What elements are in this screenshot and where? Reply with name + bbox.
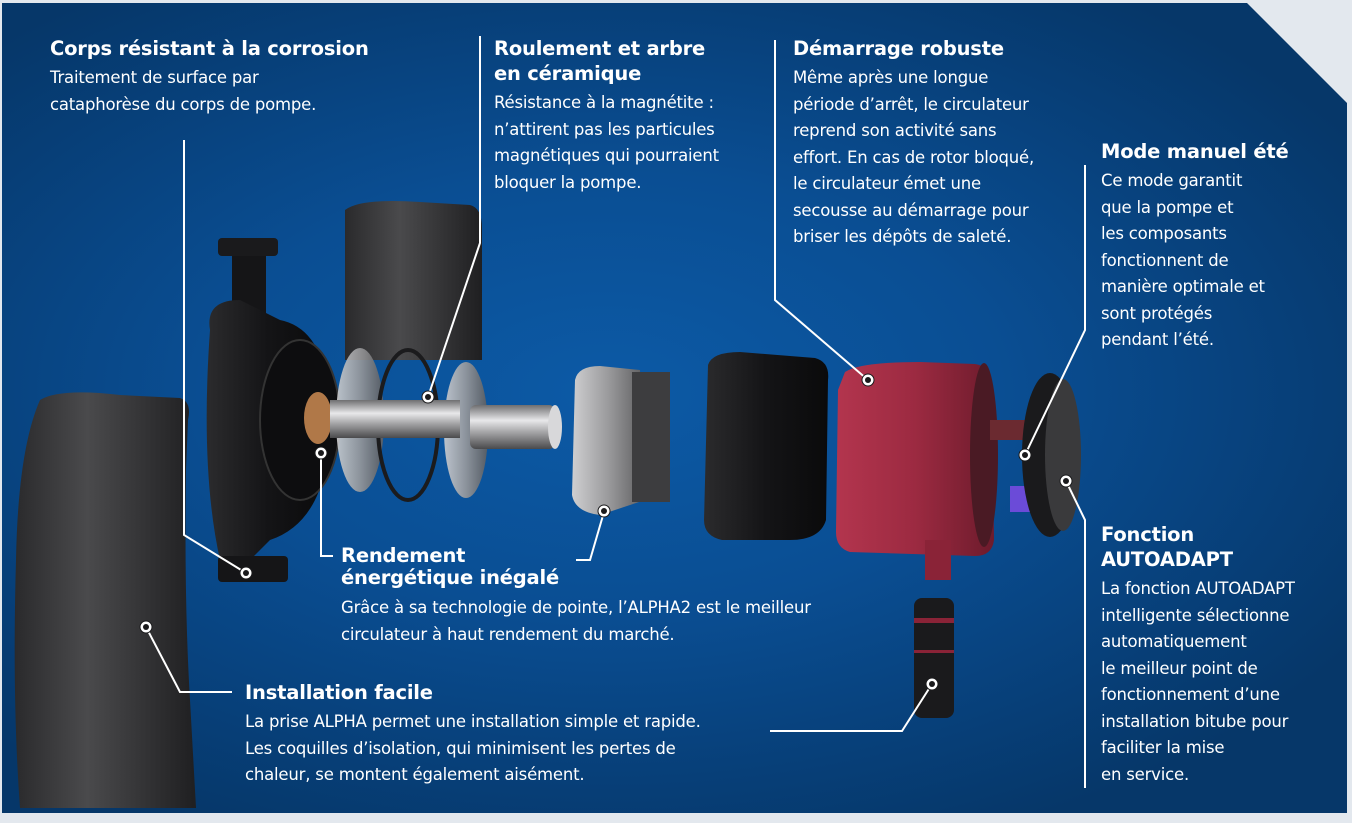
callout-title: Roulement et arbre en céramique bbox=[494, 37, 706, 85]
callout-title: Mode manuel été bbox=[1101, 140, 1289, 163]
callout-title: Fonction AUTOADAPT bbox=[1101, 523, 1233, 571]
callout-body: Résistance à la magnétite : n’attirent p… bbox=[494, 93, 719, 192]
rotor-can bbox=[572, 366, 670, 515]
callout-install: Installation facile La prise ALPHA perme… bbox=[245, 680, 701, 789]
insulation-shell-back bbox=[345, 201, 482, 360]
callout-startup: Démarrage robuste Même après une longue … bbox=[793, 36, 1034, 251]
callout-body: Traitement de surface par cataphorèse du… bbox=[50, 68, 317, 114]
callout-body: La prise ALPHA permet une installation s… bbox=[245, 712, 701, 784]
rotor-shaft bbox=[470, 405, 562, 449]
callout-body: Même après une longue période d’arrêt, l… bbox=[793, 68, 1035, 246]
callout-body: Ce mode garantit que la pompe et les com… bbox=[1101, 171, 1265, 349]
callout-body: La fonction AUTOADAPT intelligente sélec… bbox=[1101, 579, 1295, 784]
callout-ceramic: Roulement et arbre en céramique Résistan… bbox=[494, 36, 719, 196]
callout-title: Corps résistant à la corrosion bbox=[50, 37, 369, 60]
callout-title: Démarrage robuste bbox=[793, 37, 1004, 60]
callout-title: Rendement énergétique inégalé bbox=[341, 544, 560, 589]
callout-autoadapt: Fonction AUTOADAPT La fonction AUTOADAPT… bbox=[1101, 522, 1295, 788]
stator-frame bbox=[704, 352, 829, 540]
callout-corrosion: Corps résistant à la corrosion Traitemen… bbox=[50, 36, 369, 118]
impeller-and-bearing bbox=[304, 348, 488, 502]
callout-title: Installation facile bbox=[245, 681, 433, 704]
alpha-plug bbox=[914, 598, 954, 718]
callout-body: Grâce à sa technologie de pointe, l’ALPH… bbox=[341, 598, 811, 644]
callout-summer-mode: Mode manuel été Ce mode garantit que la … bbox=[1101, 139, 1289, 354]
insulation-shell-front bbox=[14, 392, 196, 808]
callout-efficiency: Rendement énergétique inégalé Grâce à sa… bbox=[341, 545, 811, 648]
